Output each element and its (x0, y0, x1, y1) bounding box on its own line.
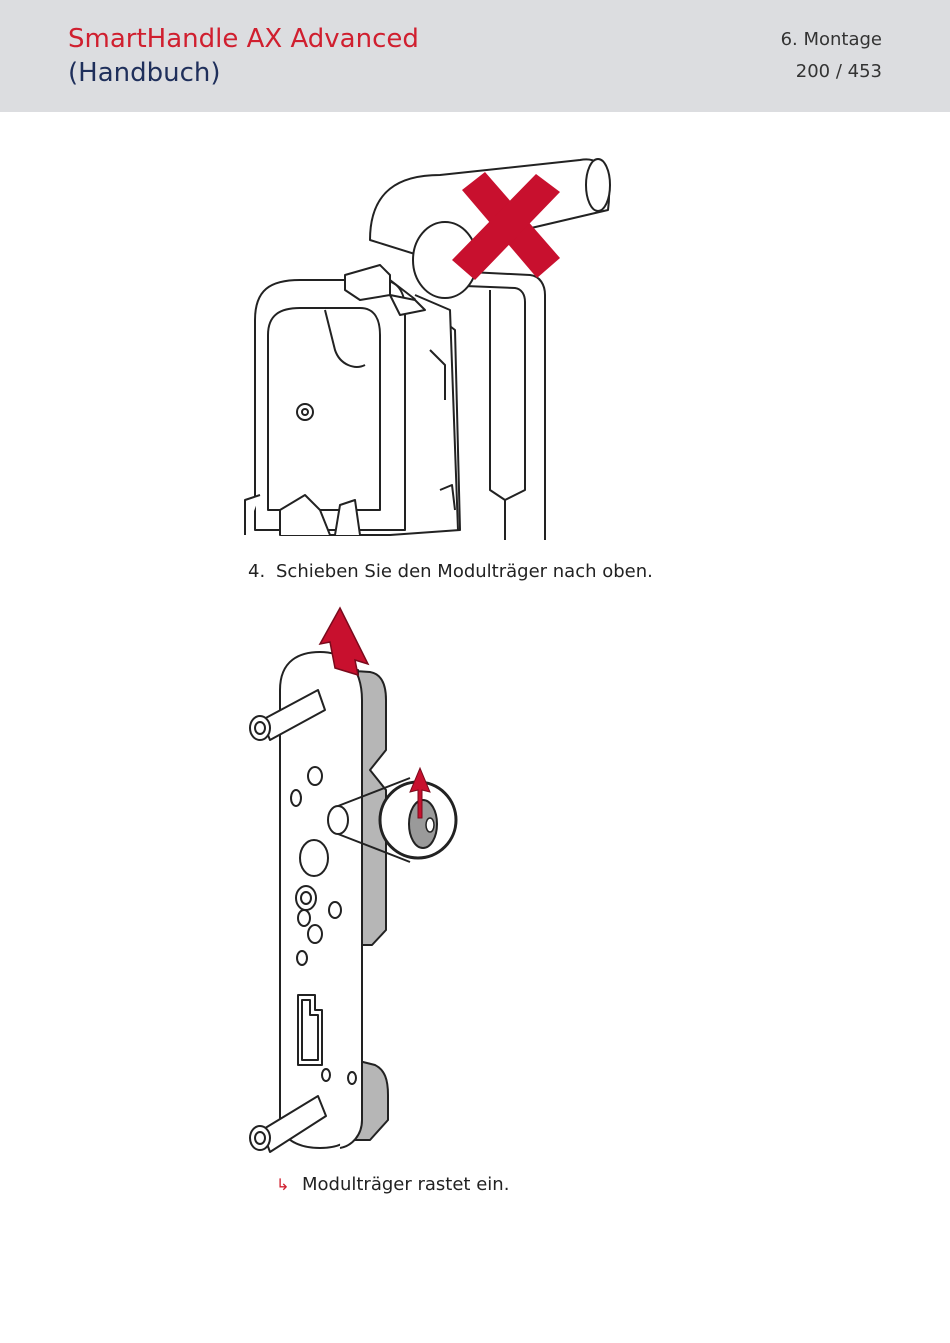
step-text: Schieben Sie den Modulträger nach oben. (276, 561, 653, 582)
document-title: SmartHandle AX Advanced (68, 24, 419, 54)
chapter-label: 6. Montage (780, 29, 882, 50)
step-number: 4. (248, 561, 266, 582)
figure-push-module-up (249, 606, 458, 1153)
document-subtitle: (Handbuch) (68, 58, 221, 88)
result-line: ↳ Modulträger rastet ein. (276, 1173, 509, 1197)
result-arrow-icon: ↳ (276, 1175, 290, 1194)
step-4: 4. Schieben Sie den Modulträger nach oben… (248, 560, 653, 584)
result-text: Modulträger rastet ein. (302, 1174, 510, 1195)
page-number: 200 / 453 (795, 61, 882, 82)
wrong-cross-icon (452, 172, 560, 280)
push-up-arrow-icon (318, 606, 370, 677)
zoom-arrow-up-icon (409, 766, 431, 819)
figure-wrong-installation (244, 158, 611, 540)
page-header: SmartHandle AX Advanced (Handbuch) 6. Mo… (0, 0, 950, 112)
